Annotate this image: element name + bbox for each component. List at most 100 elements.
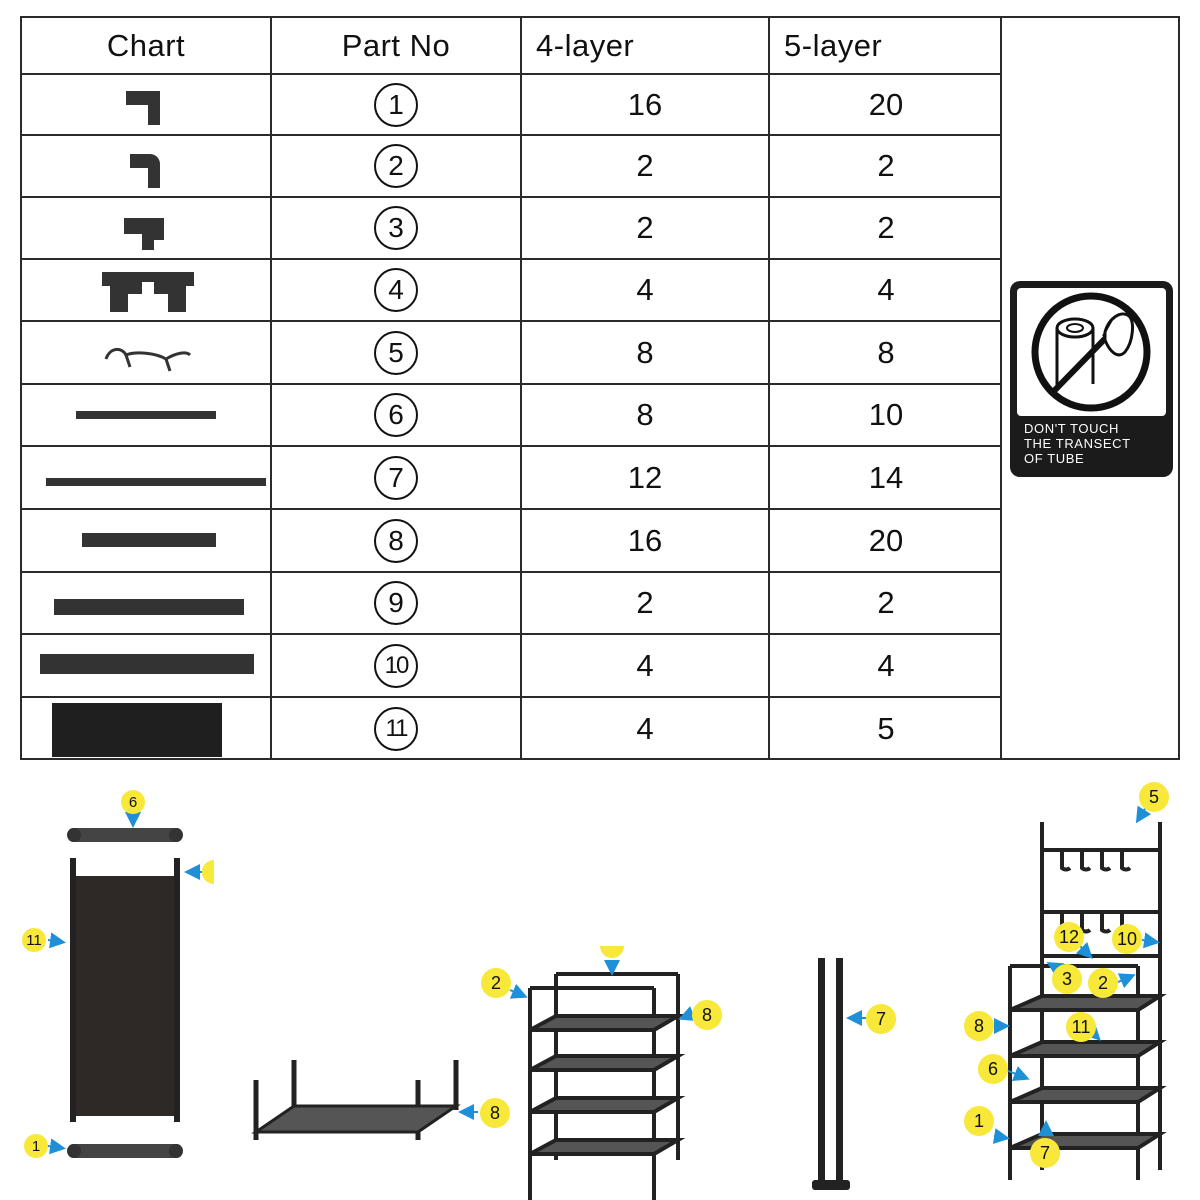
qty-5-layer: 5 xyxy=(877,711,895,746)
warning-text: DON'T TOUCH THE TRANSECT OF TUBE xyxy=(1024,421,1164,466)
part-number: 6 xyxy=(374,393,418,437)
warning-sticker: DON'T TOUCH THE TRANSECT OF TUBE xyxy=(1010,281,1173,477)
callout-part-1: 1 xyxy=(24,1134,48,1158)
table-row: 11 4 5 xyxy=(22,698,1002,760)
qty-5-layer: 2 xyxy=(877,148,895,183)
part-number-cell: 8 xyxy=(272,510,522,571)
elbow-connector-icon xyxy=(130,154,160,188)
callout-part-partial xyxy=(202,860,214,884)
part-number: 4 xyxy=(374,268,418,312)
callout-part-7-post: 7 xyxy=(866,1004,896,1034)
qty-4-layer: 16 xyxy=(522,510,770,571)
t-corner-connector-icon xyxy=(124,218,164,250)
part-number: 11 xyxy=(374,707,418,751)
qty-4-layer: 8 xyxy=(522,385,770,445)
part-image-cell xyxy=(22,260,272,320)
warning-line-1: DON'T TOUCH xyxy=(1024,421,1120,436)
warning-line-3: OF TUBE xyxy=(1024,451,1085,466)
medium-tube-icon xyxy=(82,532,216,547)
qty-4-layer: 12 xyxy=(522,447,770,508)
part-number: 7 xyxy=(374,455,418,500)
callout-part-8-shelf: 8 xyxy=(692,1000,722,1030)
bottom-frame-diagram xyxy=(251,1060,461,1140)
part-number-cell: 5 xyxy=(272,322,522,383)
side-panel-diagram xyxy=(67,828,183,1158)
part-number-cell: 1 xyxy=(272,75,522,134)
part-image-cell xyxy=(22,698,272,760)
part-number: 2 xyxy=(374,144,418,188)
qty-4-layer: 4 xyxy=(522,635,770,696)
thick-tube-icon xyxy=(54,599,244,615)
header-part-no: Part No xyxy=(272,18,522,73)
callout-part-2-rack: 2 xyxy=(1088,968,1118,998)
qty-4-layer: 2 xyxy=(522,198,770,258)
part-number-cell: 7 xyxy=(272,447,522,508)
callout-part-partial-top xyxy=(600,946,624,958)
part-number-cell: 2 xyxy=(272,136,522,196)
callout-part-12-rack: 12 xyxy=(1054,922,1084,952)
qty-5-layer: 4 xyxy=(877,272,895,307)
qty-4-layer: 4 xyxy=(522,260,770,320)
part-number: 3 xyxy=(374,206,418,250)
part-number-cell: 3 xyxy=(272,198,522,258)
header-chart: Chart xyxy=(22,18,272,73)
callout-part-10-rack: 10 xyxy=(1112,924,1142,954)
table-row: 3 2 2 xyxy=(22,198,1002,260)
shelf-diagram xyxy=(528,972,686,1200)
thick-long-tube-icon xyxy=(40,653,254,674)
qty-5-layer: 10 xyxy=(868,397,904,432)
qty-4-layer: 4 xyxy=(522,698,770,760)
part-number-cell: 4 xyxy=(272,260,522,320)
part-image-cell xyxy=(22,635,272,696)
qty-5-layer: 20 xyxy=(868,522,904,558)
qty-5-layer: 2 xyxy=(877,585,895,620)
callout-part-11-rack: 11 xyxy=(1066,1012,1096,1042)
part-image-cell xyxy=(22,322,272,383)
part-image-cell xyxy=(22,198,272,258)
part-number-cell: 10 xyxy=(272,635,522,696)
part-number-cell: 11 xyxy=(272,698,522,760)
part-number: 8 xyxy=(374,518,418,563)
header-5-layer: 5-layer xyxy=(784,27,883,63)
qty-5-layer: 8 xyxy=(877,334,895,370)
table-row: 7 12 14 xyxy=(22,447,1002,510)
post-diagram xyxy=(812,958,850,1190)
corner-connector-icon xyxy=(126,90,160,125)
warning-column xyxy=(1000,16,1180,760)
table-row: 4 4 4 xyxy=(22,260,1002,322)
part-number: 9 xyxy=(374,581,418,625)
header-4-layer: 4-layer xyxy=(522,18,770,73)
qty-5-layer: 20 xyxy=(868,86,904,122)
fabric-shelf-icon xyxy=(52,703,222,757)
part-image-cell xyxy=(22,447,272,508)
qty-5-layer: 2 xyxy=(877,210,895,245)
callout-part-7-rack: 7 xyxy=(1030,1138,1060,1168)
long-tube-icon xyxy=(46,477,266,486)
warning-line-2: THE TRANSECT xyxy=(1024,436,1131,451)
callout-part-2-shelf: 2 xyxy=(481,968,511,998)
part-image-cell xyxy=(22,75,272,134)
callout-part-11: 11 xyxy=(22,928,46,952)
part-image-cell xyxy=(22,385,272,445)
part-image-cell xyxy=(22,573,272,633)
part-number-cell: 9 xyxy=(272,573,522,633)
callout-part-8-frame: 8 xyxy=(480,1098,510,1128)
table-row: 9 2 2 xyxy=(22,573,1002,635)
part-number: 10 xyxy=(374,643,418,688)
qty-4-layer: 16 xyxy=(522,75,770,134)
qty-4-layer: 2 xyxy=(522,573,770,633)
qty-5-layer: 4 xyxy=(877,647,895,683)
callout-part-6: 6 xyxy=(121,790,145,814)
callout-arrows xyxy=(47,803,1160,1155)
callout-part-5-rack: 5 xyxy=(1139,782,1169,812)
table-row: 10 4 4 xyxy=(22,635,1002,698)
qty-5-layer: 14 xyxy=(868,459,904,495)
table-row: 6 8 10 xyxy=(22,385,1002,447)
qty-4-layer: 8 xyxy=(522,322,770,383)
part-number-cell: 6 xyxy=(272,385,522,445)
